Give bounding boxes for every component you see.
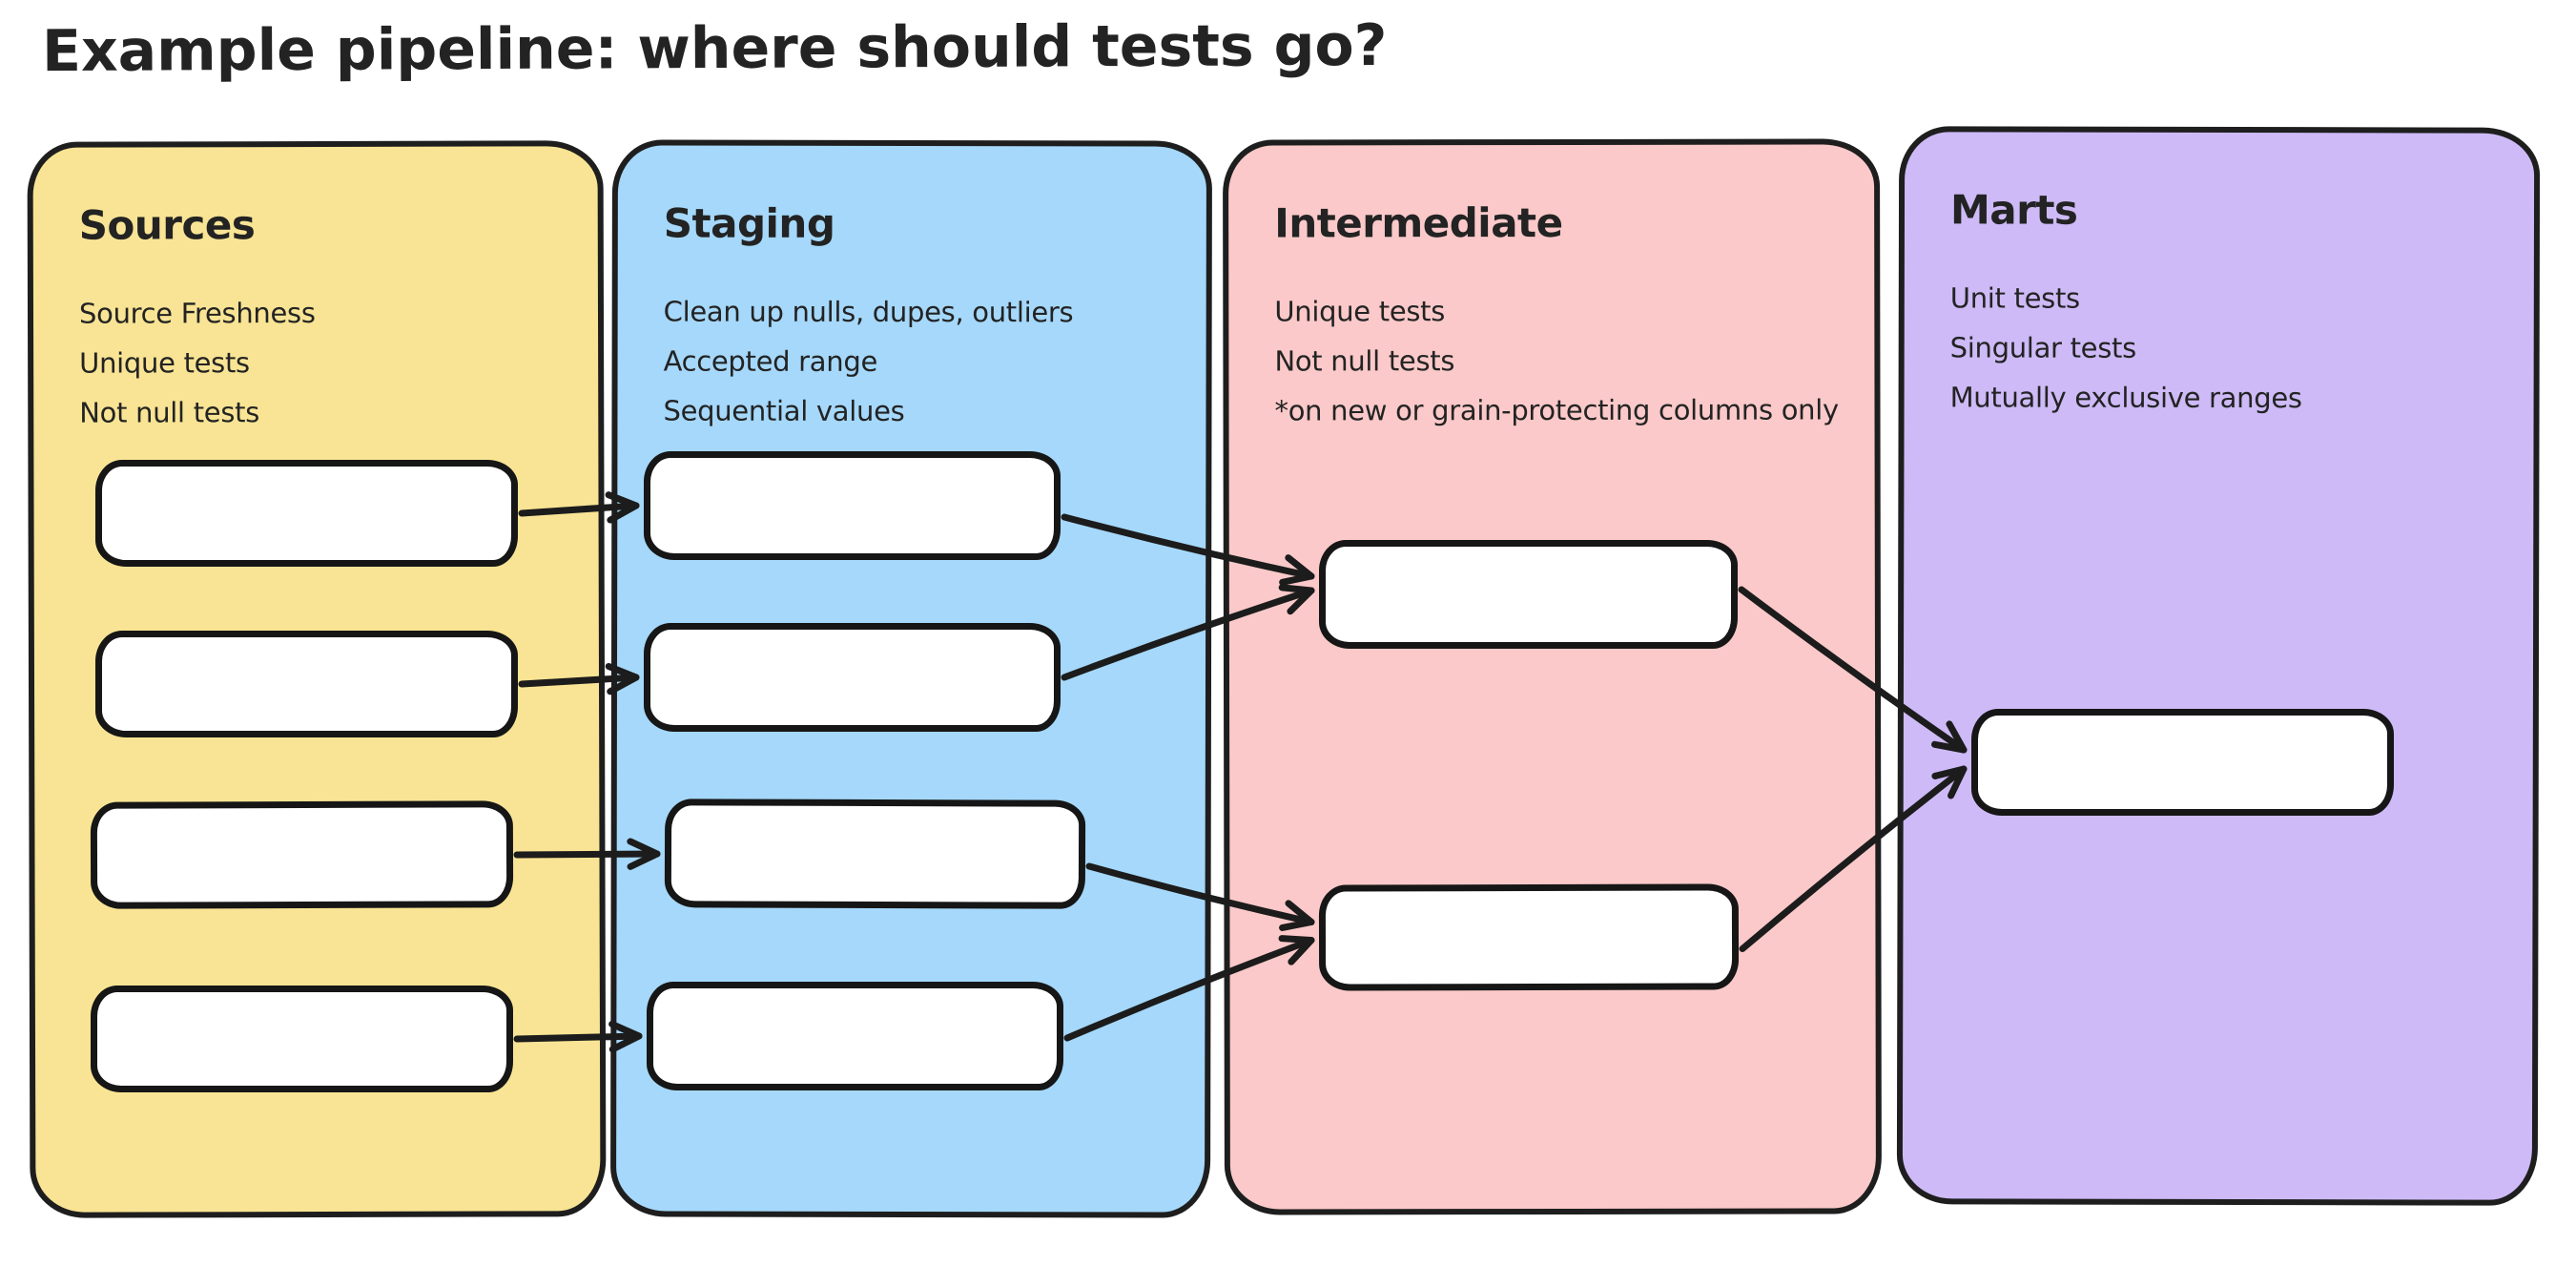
panel-title-marts: Marts (1949, 186, 2078, 234)
panel-sources-content: Sources Source Freshness Unique tests No… (33, 146, 599, 438)
model-box-stg-4 (647, 982, 1063, 1090)
note-line: Not null tests (1274, 344, 1455, 378)
page-title: Example pipeline: where should tests go? (41, 11, 1388, 86)
model-box-int-2 (1318, 883, 1740, 991)
panel-notes-intermediate: Unique tests Not null tests *on new or g… (1274, 285, 1842, 435)
note-line: Unit tests (1949, 281, 2080, 315)
panel-intermediate: Intermediate Unique tests Not null tests… (1223, 138, 1882, 1215)
note-line: Mutually exclusive ranges (1949, 381, 2302, 415)
panel-staging-content: Staging Clean up nulls, dupes, outliers … (617, 145, 1206, 436)
model-box-stg-3 (664, 799, 1086, 909)
model-box-src-2 (95, 631, 518, 737)
model-box-stg-1 (644, 451, 1061, 560)
panel-notes-marts: Unit tests Singular tests Mutually exclu… (1950, 273, 2502, 423)
model-box-mart-1 (1971, 709, 2394, 816)
model-box-int-1 (1319, 540, 1738, 649)
panel-title-staging: Staging (663, 199, 835, 247)
model-box-src-1 (95, 460, 518, 567)
panel-notes-sources: Source Freshness Unique tests Not null t… (79, 287, 566, 437)
panel-notes-staging: Clean up nulls, dupes, outliers Accepted… (663, 287, 1173, 437)
note-line: Unique tests (79, 346, 250, 380)
panel-title-intermediate: Intermediate (1274, 198, 1563, 247)
panel-intermediate-content: Intermediate Unique tests Not null tests… (1228, 144, 1875, 435)
model-box-src-4 (91, 986, 513, 1092)
panel-marts-content: Marts Unit tests Singular tests Mutually… (1905, 132, 2535, 423)
note-line: Source Freshness (78, 297, 316, 330)
model-box-stg-2 (644, 623, 1061, 732)
panel-title-sources: Sources (78, 201, 256, 249)
note-line: Accepted range (663, 344, 878, 378)
note-line: Not null tests (79, 396, 260, 429)
note-line: Singular tests (1949, 331, 2136, 364)
note-line: Unique tests (1274, 295, 1446, 328)
panel-marts: Marts Unit tests Singular tests Mutually… (1896, 126, 2541, 1206)
note-line: *on new or grain-protecting columns only (1274, 393, 1839, 427)
model-box-src-3 (90, 800, 514, 909)
note-line: Sequential values (663, 394, 905, 427)
note-line: Clean up nulls, dupes, outliers (663, 295, 1074, 329)
